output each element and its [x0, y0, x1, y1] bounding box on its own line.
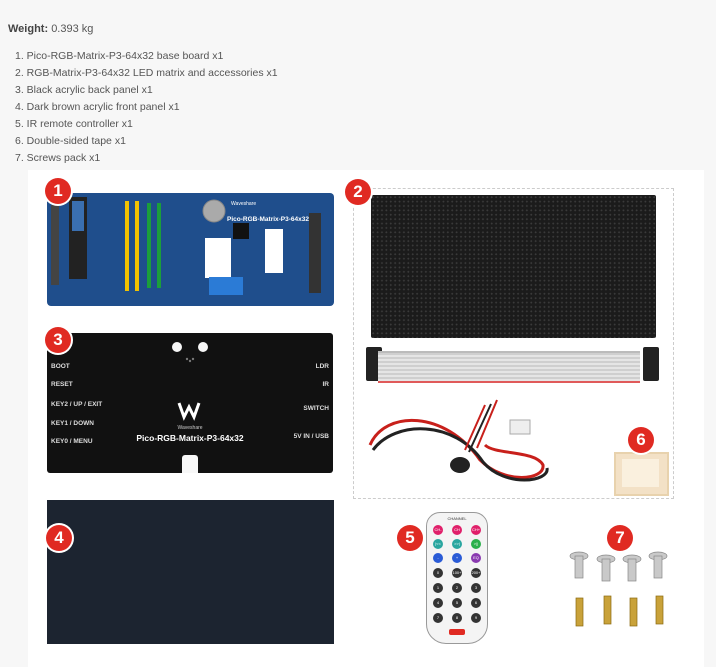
list-item: 5. IR remote controller x1: [15, 118, 133, 130]
remote-button: 2: [452, 583, 462, 593]
ribbon-cable: [378, 351, 640, 383]
accessory-frame: [353, 188, 674, 499]
remote-button: +: [452, 553, 462, 563]
panel-label-5v: 5V IN / USB: [293, 433, 329, 440]
list-item: 4. Dark brown acrylic front panel x1: [15, 101, 180, 113]
remote-logo-icon: [449, 629, 465, 635]
screws-pack-image: [569, 551, 668, 627]
panel-label-key2: KEY2 / UP / EXIT: [51, 401, 103, 408]
panel-holes: [172, 342, 208, 363]
weight-line: Weight: 0.393 kg: [8, 23, 93, 35]
badge-7: 7: [607, 525, 633, 551]
list-item: 2. RGB-Matrix-P3-64x32 LED matrix and ac…: [15, 67, 278, 79]
power-cable-image: [368, 399, 549, 482]
remote-channel-label: CHANNEL: [447, 516, 467, 521]
remote-button: 5: [452, 598, 462, 608]
remote-button: >||: [471, 539, 481, 549]
remote-button: 9: [471, 613, 481, 623]
remote-button: 6: [471, 598, 481, 608]
list-item: 3. Black acrylic back panel x1: [15, 84, 153, 96]
remote-button: 7: [433, 613, 443, 623]
waveshare-logo-icon: [177, 402, 201, 421]
led-matrix-image: [371, 195, 656, 338]
panel-label-ldr: LDR: [315, 363, 329, 370]
list-item: 7. Screws pack x1: [15, 152, 101, 164]
remote-button: 0: [433, 568, 443, 578]
badge-6: 6: [628, 427, 654, 453]
remote-button: 3: [471, 583, 481, 593]
badge-5: 5: [397, 525, 423, 551]
weight-value: 0.393 kg: [51, 23, 94, 35]
remote-button: CH+: [471, 525, 481, 535]
black-acrylic-panel-image: BOOT RESET KEY2 / UP / EXIT KEY1 / DOWN …: [47, 333, 333, 473]
weight-label: Weight:: [8, 23, 49, 35]
ribbon-connector-right: [643, 347, 659, 381]
remote-button: >>|: [452, 539, 462, 549]
panel-brand: Waveshare: [177, 425, 203, 431]
panel-label-ir: IR: [322, 381, 330, 388]
panel-label-key0: KEY0 / MENU: [51, 438, 93, 445]
base-board-image: Pico-RGB-Matrix-P3-64x32 Waveshare: [47, 193, 334, 306]
remote-button: -: [433, 553, 443, 563]
badge-3: 3: [45, 327, 71, 353]
panel-label-reset: RESET: [51, 381, 73, 388]
double-sided-tape-image: [614, 452, 669, 496]
package-contents-list: 1. Pico-RGB-Matrix-P3-64x32 base board x…: [15, 48, 278, 167]
list-item: 1. Pico-RGB-Matrix-P3-64x32 base board x…: [15, 50, 224, 62]
panel-notch: [182, 455, 198, 473]
remote-button: CH: [452, 525, 462, 535]
dark-brown-acrylic-panel-image: [47, 500, 334, 644]
remote-button: |<<: [433, 539, 443, 549]
badge-4: 4: [46, 525, 72, 551]
panel-label-switch: SWITCH: [303, 405, 329, 412]
board-brand: Waveshare: [231, 201, 256, 207]
badge-1: 1: [45, 178, 71, 204]
panel-title: Pico-RGB-Matrix-P3-64x32: [136, 433, 244, 443]
panel-label-boot: BOOT: [51, 363, 70, 370]
remote-button: CH-: [433, 525, 443, 535]
board-title: Pico-RGB-Matrix-P3-64x32: [227, 216, 309, 223]
remote-button: 200+: [471, 568, 481, 578]
badge-2: 2: [345, 179, 371, 205]
remote-button: 8: [452, 613, 462, 623]
remote-button: 100+: [452, 568, 462, 578]
list-item: 6. Double-sided tape x1: [15, 135, 126, 147]
base-board-details: Pico-RGB-Matrix-P3-64x32 Waveshare: [51, 197, 321, 295]
ir-remote-image: CHANNEL CH- CH CH+ |<< >>| >|| - + EQ 0 …: [426, 512, 488, 644]
panel-label-key1: KEY1 / DOWN: [51, 420, 94, 427]
remote-button: 4: [433, 598, 443, 608]
remote-button: EQ: [471, 553, 481, 563]
remote-button: 1: [433, 583, 443, 593]
